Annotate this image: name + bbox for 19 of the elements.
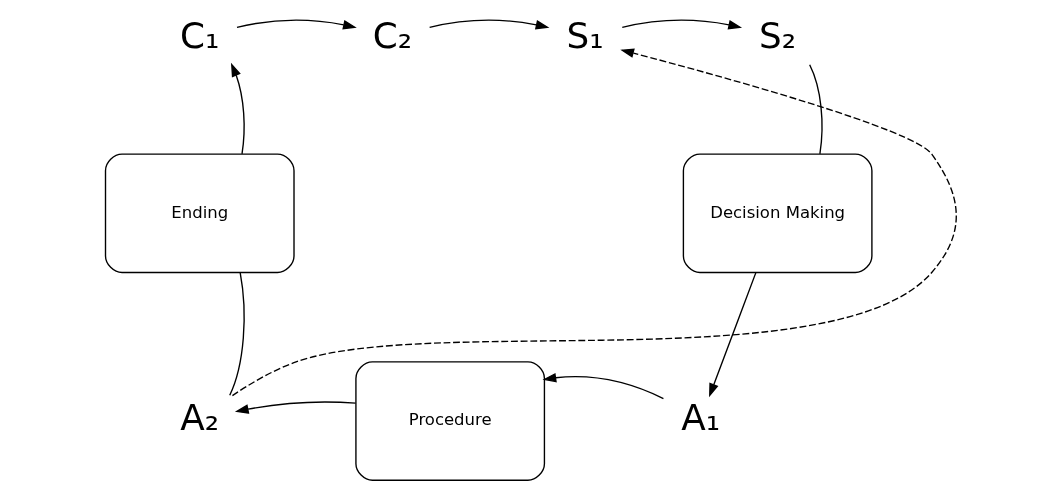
arrow [230,62,245,155]
node-text: A₁ [681,396,720,438]
arrow [234,401,357,414]
connector [229,272,245,396]
connector [809,64,823,155]
node-text: S₂ [759,14,797,56]
arrow [236,19,357,30]
node-box: Ending [104,153,295,274]
node-box: Procedure [355,361,546,481]
node-text: C₁ [180,14,220,56]
arrow [542,372,665,400]
arrow [231,48,957,397]
node-text: C₂ [372,14,413,56]
node-text: A₂ [180,396,220,438]
arrow [709,272,757,398]
arrow [621,19,743,30]
arrow [428,19,550,30]
node-box: Decision Making [682,153,873,274]
node-text: S₁ [566,14,604,56]
